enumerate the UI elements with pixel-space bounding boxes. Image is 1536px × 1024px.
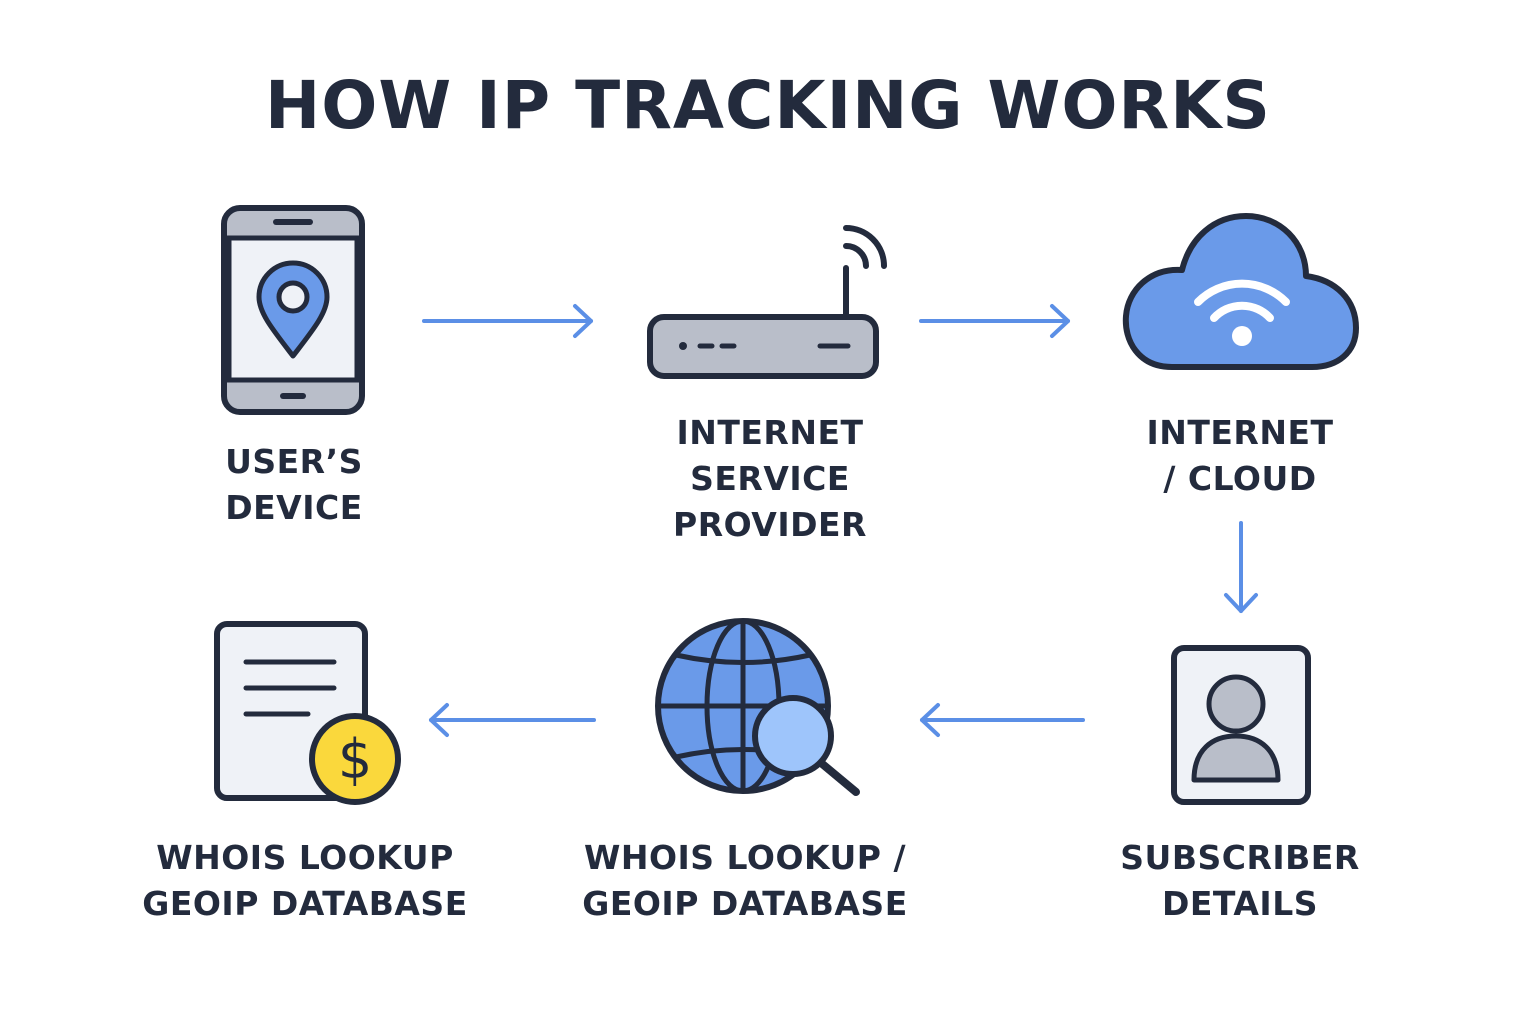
arrow-lookup-to-billing (429, 703, 596, 737)
arrow-cloud-to-subscriber (1224, 521, 1258, 613)
node-label-billing: WHOIS LOOKUP GEOIP DATABASE (142, 838, 468, 923)
node-label-cloud: INTERNET / CLOUD (1146, 413, 1334, 498)
user-card-icon (1171, 645, 1311, 805)
arrow-isp-to-cloud (919, 304, 1070, 338)
router-icon (647, 225, 887, 379)
document-dollar-icon: $ (214, 621, 401, 805)
node-label-subscriber: SUBSCRIBER DETAILS (1120, 838, 1360, 923)
globe-search-icon (655, 618, 860, 796)
node-label-lookup: WHOIS LOOKUP / GEOIP DATABASE (582, 838, 908, 923)
arrow-subscriber-to-lookup (920, 703, 1085, 737)
smartphone-location-icon (221, 205, 365, 415)
node-label-isp: INTERNET SERVICE PROVIDER (673, 413, 867, 544)
node-label-device: USER’S DEVICE (225, 442, 363, 527)
cloud-wifi-icon (1122, 213, 1359, 370)
svg-text:$: $ (338, 728, 372, 791)
arrow-device-to-isp (422, 304, 593, 338)
diagram-title: HOW IP TRACKING WORKS (265, 67, 1271, 144)
